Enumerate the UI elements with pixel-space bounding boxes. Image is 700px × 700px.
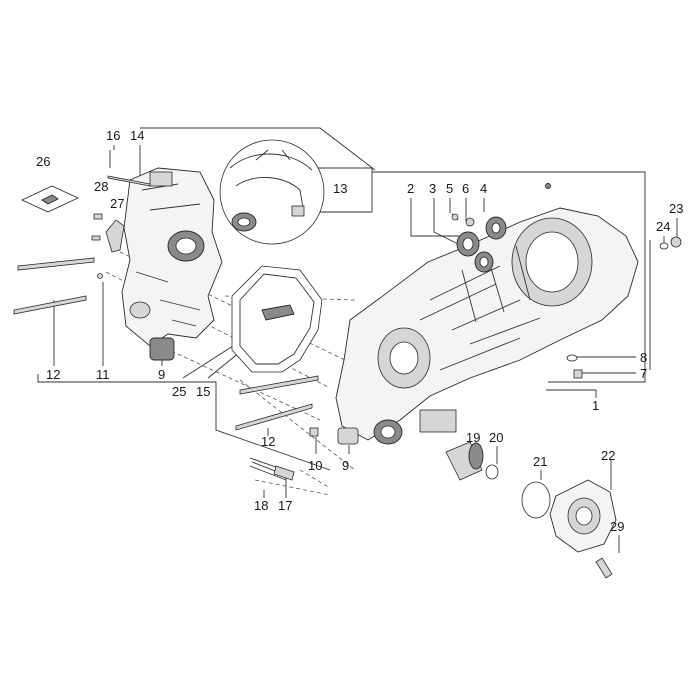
main-crankcase xyxy=(335,183,639,445)
part-label: 25 xyxy=(172,384,186,399)
part-label: 16 xyxy=(106,128,120,143)
part-label: 23 xyxy=(669,201,683,216)
part-label: 27 xyxy=(110,196,124,211)
left-crankcase-half xyxy=(121,167,223,361)
part-label: 12 xyxy=(46,367,60,382)
part-label: 22 xyxy=(601,448,615,463)
part-label: 7 xyxy=(640,366,647,381)
part-label: 12 xyxy=(261,434,275,449)
part-label: 5 xyxy=(446,181,453,196)
part-label: 11 xyxy=(96,367,110,382)
part-label: 14 xyxy=(130,128,144,143)
part-labels: 16 14 26 28 27 13 2 3 5 6 4 23 24 12 11 … xyxy=(36,128,683,534)
right-side-parts xyxy=(445,236,682,579)
part-label: 8 xyxy=(640,350,647,365)
crankcase-gasket xyxy=(231,265,323,373)
part-label: 18 xyxy=(254,498,268,513)
part-label: 17 xyxy=(278,498,292,513)
bushings-and-spring xyxy=(249,427,359,481)
part-label: 13 xyxy=(333,181,347,196)
part-label: 2 xyxy=(407,181,414,196)
part-label: 9 xyxy=(342,458,349,473)
part-label: 21 xyxy=(533,454,547,469)
detail-magnifier xyxy=(219,139,325,245)
part-label: 10 xyxy=(308,458,322,473)
part-label: 24 xyxy=(656,219,670,234)
part-label: 1 xyxy=(592,398,599,413)
part-label: 28 xyxy=(94,179,108,194)
part-label: 9 xyxy=(158,367,165,382)
part-label: 15 xyxy=(196,384,210,399)
part-label: 29 xyxy=(610,519,624,534)
part-label: 6 xyxy=(462,181,469,196)
studs xyxy=(13,257,319,431)
small-left-parts xyxy=(21,175,151,253)
part-label: 3 xyxy=(429,181,436,196)
part-label: 20 xyxy=(489,430,503,445)
part-label: 26 xyxy=(36,154,50,169)
part-label: 4 xyxy=(480,181,487,196)
part-label: 19 xyxy=(466,430,480,445)
bearings xyxy=(451,213,507,273)
